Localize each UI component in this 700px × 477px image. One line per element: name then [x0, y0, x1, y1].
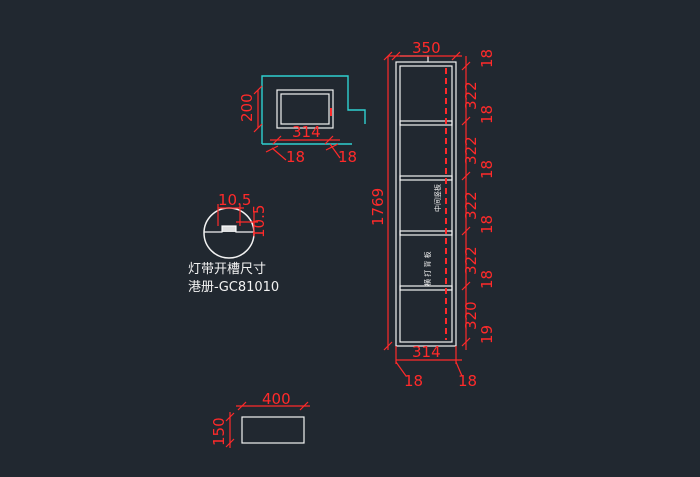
bottom-dim-400-tick-b — [299, 401, 309, 411]
right-dim-10: 19 — [478, 325, 496, 344]
elevation-view: 中间竖板 横 打 背 板 350 1769 314 18 18 — [369, 39, 496, 390]
top-view: 200 314 18 18 — [238, 75, 366, 166]
shelves — [399, 120, 453, 291]
groove-detail: 10.5 10.5 灯带开槽尺寸 港册-GC81010 — [188, 191, 279, 295]
cabinet-inner — [399, 65, 453, 343]
bottom-panel-height: 150 — [210, 417, 228, 446]
right-dim-7: 322 — [462, 246, 480, 275]
top-dim-18-right-tick — [325, 143, 339, 151]
groove-width-label: 10.5 — [218, 191, 251, 209]
bottom-dim-400-tick-a — [237, 401, 247, 411]
top-dim-18-left-leader — [271, 147, 287, 161]
elevation-overall-width: 350 — [412, 39, 441, 57]
right-tick — [461, 337, 471, 347]
elevation-note-2: 横 打 背 板 — [423, 251, 432, 286]
groove-depth-label: 10.5 — [250, 205, 268, 238]
right-dim-2: 18 — [478, 105, 496, 124]
groove-detail-circle — [203, 207, 255, 259]
right-tick — [461, 171, 471, 181]
shelf-4 — [399, 285, 453, 291]
elevation-left-side: 18 — [404, 372, 423, 390]
groove-slot — [222, 226, 236, 232]
bottom-dim-150-tick-a — [225, 412, 235, 422]
elevation-inner-width: 314 — [412, 343, 441, 361]
right-dim-4: 18 — [478, 160, 496, 179]
top-dim-314-tick-a — [272, 135, 282, 145]
right-tick — [461, 61, 471, 71]
right-tick — [461, 281, 471, 291]
elev-dim-18-left-leader — [395, 361, 407, 377]
top-view-height-label: 200 — [238, 93, 256, 122]
groove-caption-line2: 港册-GC81010 — [188, 280, 279, 295]
elev-dim-18-right-leader — [455, 361, 463, 377]
right-dim-8: 18 — [478, 270, 496, 289]
top-view-width-label: 314 — [292, 123, 321, 141]
right-dim-9: 320 — [462, 301, 480, 330]
top-view-box-outer — [276, 89, 334, 129]
shelf-2 — [399, 175, 453, 181]
right-tick — [461, 226, 471, 236]
groove-caption-line1: 灯带开槽尺寸 — [188, 262, 266, 277]
right-tick — [461, 116, 471, 126]
top-view-outline — [261, 75, 366, 144]
right-dim-3: 322 — [462, 136, 480, 165]
top-dim-18-left-tick — [265, 145, 279, 153]
right-dim-0: 18 — [478, 49, 496, 68]
bottom-panel-width: 400 — [262, 390, 291, 408]
elev-dim-350-tick-b — [451, 51, 461, 61]
elevation-right-side: 18 — [458, 372, 477, 390]
elevation-note-1: 中间竖板 — [433, 184, 442, 212]
bottom-panel-rect — [241, 416, 305, 444]
right-dimension-labels: 18 322 18 322 18 322 18 322 18 320 19 — [462, 49, 496, 344]
elevation-overall-height: 1769 — [369, 188, 387, 226]
shelf-3 — [399, 230, 453, 236]
top-dim-314-tick-b — [324, 135, 334, 145]
right-dim-6: 18 — [478, 215, 496, 234]
elev-dim-350-tick-a — [391, 51, 401, 61]
shelf-1 — [399, 120, 453, 126]
elev-dim-1769-tick-a — [383, 51, 393, 61]
top-dim-200-tick-b — [253, 123, 263, 133]
cabinet-outer — [395, 61, 457, 347]
top-dim-200-tick-a — [253, 85, 263, 95]
top-view-box-inner — [280, 93, 330, 125]
right-dim-5: 322 — [462, 191, 480, 220]
right-dim-1: 322 — [462, 81, 480, 110]
top-dim-18-right-leader — [329, 143, 341, 159]
right-ticks — [461, 61, 471, 347]
bottom-panel: 400 150 — [210, 390, 310, 448]
elev-dim-1769-tick-b — [383, 341, 393, 351]
bottom-dim-150-tick-b — [225, 438, 235, 448]
top-view-left-thickness: 18 — [286, 148, 305, 166]
top-view-right-thickness: 18 — [338, 148, 357, 166]
